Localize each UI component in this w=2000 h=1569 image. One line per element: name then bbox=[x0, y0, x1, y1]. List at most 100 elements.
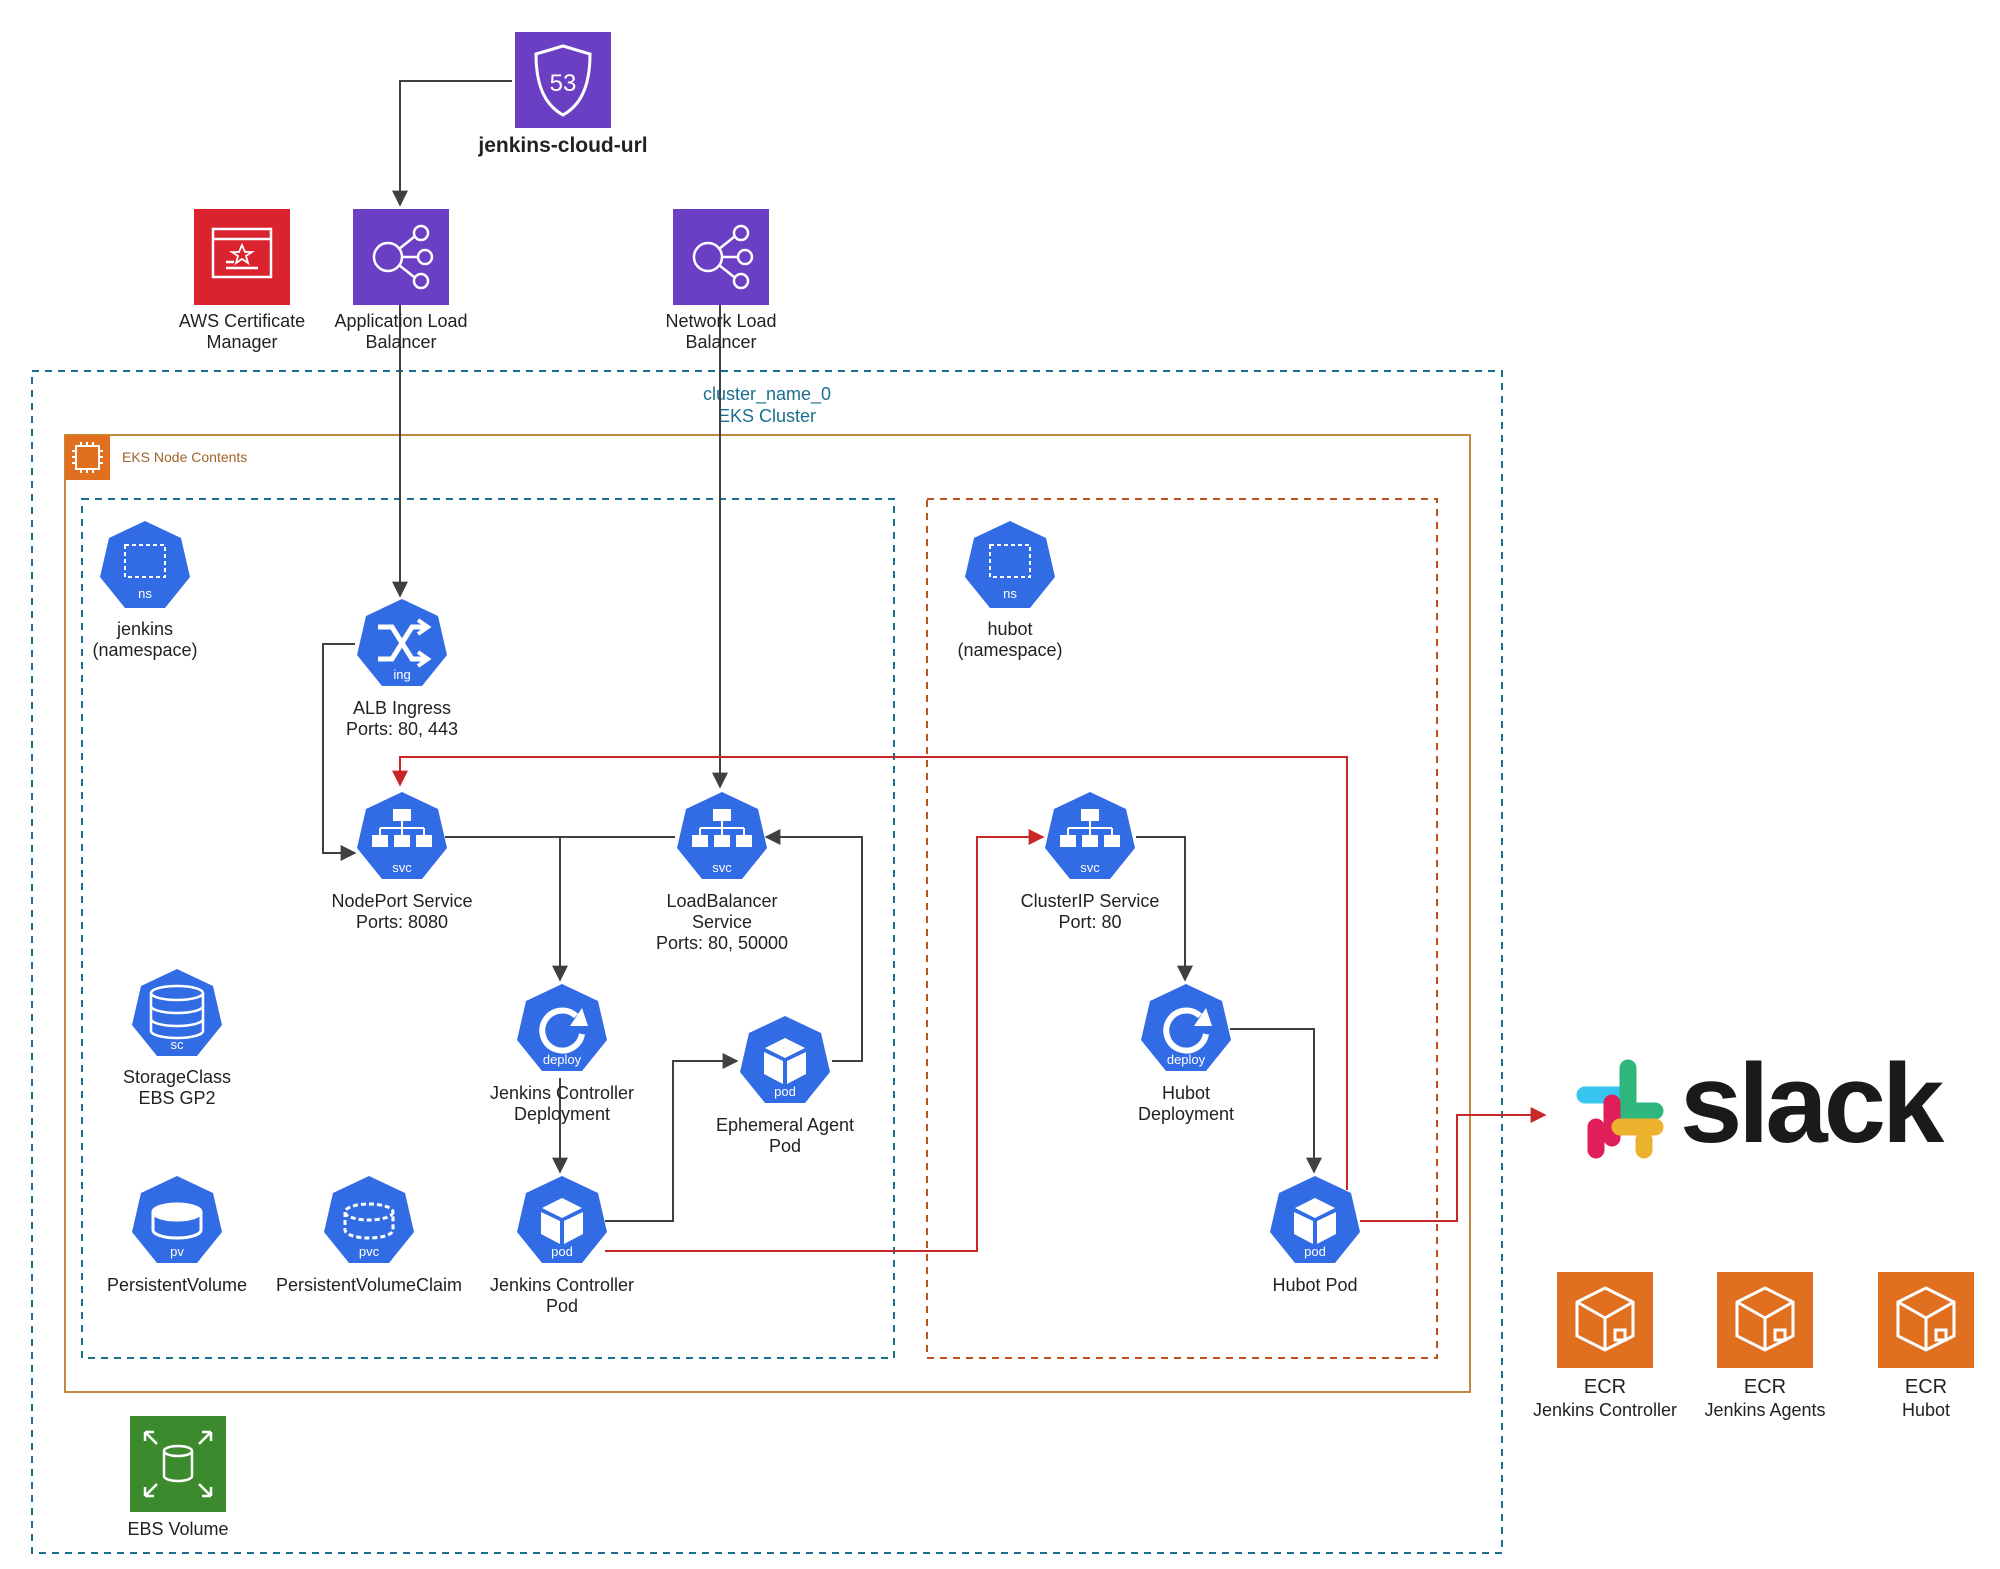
route53-to-alb-line bbox=[392, 80, 512, 207]
ecr-2-title: ECR bbox=[1744, 1376, 1786, 1398]
hubot-pod-to-nodeport-line bbox=[392, 756, 1348, 1190]
hubot-deployment-node: deploy bbox=[1141, 984, 1231, 1071]
alb-node: Application Load Balancer bbox=[334, 209, 468, 352]
ingress-badge: ing bbox=[393, 667, 410, 682]
ecr-hubot: ECR Hubot bbox=[1878, 1272, 1974, 1420]
lbsvc-badge: svc bbox=[712, 860, 732, 875]
persistent-volume-claim-node: pvc bbox=[324, 1176, 414, 1263]
load-balancer-icon bbox=[372, 224, 434, 290]
clusterip-service-node: svc bbox=[1045, 792, 1135, 879]
pod-icon bbox=[541, 1198, 583, 1244]
jenkins-controller-deployment-node: deploy bbox=[517, 984, 607, 1071]
jenkins-ns-badge: ns bbox=[138, 586, 152, 601]
ephemeral-line1: Ephemeral Agent bbox=[716, 1115, 854, 1135]
pvc-line1: PersistentVolumeClaim bbox=[276, 1275, 462, 1295]
acm-label-line1: AWS Certificate bbox=[179, 311, 305, 331]
pod-icon bbox=[1294, 1198, 1336, 1244]
alb-label-line2: Balancer bbox=[365, 332, 436, 352]
persistent-volume-node: pv bbox=[132, 1176, 222, 1263]
lbsvc-line1: LoadBalancer bbox=[666, 891, 777, 911]
pvc-badge: pvc bbox=[359, 1244, 380, 1259]
load-balancer-icon bbox=[692, 224, 754, 290]
ecr-jenkins-agents: ECR Jenkins Agents bbox=[1704, 1272, 1826, 1420]
hubot-pod-to-slack-line bbox=[1360, 1107, 1547, 1222]
hubot-deploy-line1: Hubot bbox=[1162, 1083, 1210, 1103]
jenkins-controller-pod-node: pod bbox=[517, 1176, 607, 1263]
jenkins-ns-line2: (namespace) bbox=[92, 640, 197, 660]
ephemeral-badge: pod bbox=[774, 1084, 796, 1099]
ingress-to-nodeport-line bbox=[322, 643, 357, 861]
nlb-label-line2: Balancer bbox=[685, 332, 756, 352]
hubot-deploy-line2: Deployment bbox=[1138, 1104, 1234, 1124]
service-icon bbox=[692, 809, 752, 847]
deployment-icon bbox=[1163, 1007, 1209, 1054]
deployment-icon bbox=[539, 1007, 585, 1054]
slack-logo: slack bbox=[1576, 1041, 1949, 1166]
storageclass-line1: StorageClass bbox=[123, 1067, 231, 1087]
ingress-icon bbox=[378, 618, 432, 668]
agent-to-lbsvc-line bbox=[764, 829, 863, 1062]
cluster-type: EKS Cluster bbox=[718, 406, 816, 426]
volume-icon bbox=[151, 1202, 203, 1240]
clusterip-to-hubot-deploy-line bbox=[1136, 836, 1193, 982]
jc-deploy-line1: Jenkins Controller bbox=[490, 1083, 634, 1103]
eks-cluster-boundary bbox=[31, 370, 1503, 1554]
service-icon bbox=[372, 809, 432, 847]
hubot-ns-badge: ns bbox=[1003, 586, 1017, 601]
acm-label-line2: Manager bbox=[206, 332, 277, 352]
jenkins-ns-line1: jenkins bbox=[116, 619, 173, 639]
ecr-icon bbox=[1735, 1286, 1795, 1352]
pv-line1: PersistentVolume bbox=[107, 1275, 247, 1295]
acm-node: AWS Certificate Manager bbox=[179, 209, 305, 352]
slack-wordmark: slack bbox=[1680, 1041, 1945, 1166]
storageclass-line2: EBS GP2 bbox=[138, 1088, 215, 1108]
ecr-1-subtitle: Jenkins Controller bbox=[1533, 1400, 1677, 1420]
clusterip-line1: ClusterIP Service bbox=[1021, 891, 1160, 911]
ecr-3-title: ECR bbox=[1905, 1376, 1947, 1398]
sc-badge: sc bbox=[171, 1037, 185, 1052]
route53-badge: 53 bbox=[550, 70, 577, 97]
eks-node-boundary bbox=[64, 434, 1471, 1393]
nodeport-badge: svc bbox=[392, 860, 412, 875]
nlb-node: Network Load Balancer bbox=[665, 209, 777, 352]
jc-pod-badge: pod bbox=[551, 1244, 573, 1259]
alb-ingress-line1: ALB Ingress bbox=[353, 698, 451, 718]
loadbalancer-service-node: svc bbox=[677, 792, 767, 879]
lbsvc-line2: Service bbox=[692, 912, 752, 932]
hubot-namespace-boundary bbox=[926, 498, 1438, 1359]
storage-class-icon bbox=[149, 984, 205, 1040]
storageclass-node: sc bbox=[132, 969, 222, 1056]
ebs-label: EBS Volume bbox=[127, 1519, 228, 1539]
nodeport-line2: Ports: 8080 bbox=[356, 912, 448, 932]
chip-icon bbox=[65, 435, 110, 480]
certificate-icon bbox=[211, 227, 273, 279]
jc-pod-line1: Jenkins Controller bbox=[490, 1275, 634, 1295]
jenkins-namespace-node: ns bbox=[100, 521, 190, 608]
ephemeral-agent-pod-node: pod bbox=[740, 1016, 830, 1103]
service-icon bbox=[1060, 809, 1120, 847]
hubot-ns-line1: hubot bbox=[987, 619, 1032, 639]
ebs-volume-node: EBS Volume bbox=[127, 1416, 229, 1539]
alb-ingress-node: ing bbox=[357, 599, 447, 686]
ecr-3-subtitle: Hubot bbox=[1902, 1400, 1950, 1420]
jc-deploy-line2: Deployment bbox=[514, 1104, 610, 1124]
route53-shield-icon bbox=[534, 44, 592, 117]
ecr-icon bbox=[1575, 1286, 1635, 1352]
clusterip-line2: Port: 80 bbox=[1058, 912, 1121, 932]
nlb-label-line1: Network Load bbox=[665, 311, 776, 331]
pv-badge: pv bbox=[170, 1244, 184, 1259]
slack-logo-icon bbox=[1576, 1059, 1664, 1159]
pod-icon bbox=[764, 1038, 806, 1084]
route53-node: 53 jenkins-cloud-url bbox=[477, 32, 648, 157]
node-label: EKS Node Contents bbox=[122, 449, 247, 465]
jc-pod-line2: Pod bbox=[546, 1296, 578, 1316]
volume-claim-icon bbox=[343, 1202, 395, 1240]
hubot-pod-line1: Hubot Pod bbox=[1272, 1275, 1357, 1295]
ecr-1-title: ECR bbox=[1584, 1376, 1626, 1398]
ecr-2-subtitle: Jenkins Agents bbox=[1704, 1400, 1825, 1420]
clusterip-badge: svc bbox=[1080, 860, 1100, 875]
jenkins-namespace-boundary bbox=[81, 498, 895, 1359]
route53-label: jenkins-cloud-url bbox=[477, 134, 647, 157]
alb-ingress-line2: Ports: 80, 443 bbox=[346, 719, 458, 739]
hubot-namespace-node: ns bbox=[965, 521, 1055, 608]
